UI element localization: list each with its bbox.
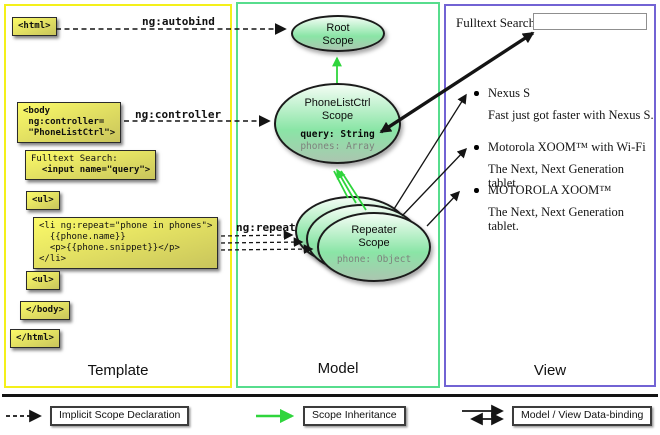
phone-property: phone: Object bbox=[336, 254, 412, 265]
view-item-title: MOTOROLA XOOM™ bbox=[488, 183, 612, 197]
bullet-icon bbox=[474, 91, 479, 96]
view-list-item-xoom: MOTOROLA XOOM™ The Next, Next Generation… bbox=[462, 183, 656, 233]
model-column: Model bbox=[236, 2, 440, 388]
fulltext-search-input[interactable] bbox=[533, 13, 647, 30]
ng-autobind-label: ng:autobind bbox=[142, 15, 215, 28]
fulltext-label-line: Fulltext Search: bbox=[31, 154, 118, 164]
ul-open-tag-box: <ul> bbox=[26, 191, 60, 210]
html-open-tag-box: <html> bbox=[12, 17, 57, 36]
template-column-label: Template bbox=[87, 362, 149, 379]
query-property: query: String bbox=[300, 129, 375, 140]
legend-implicit-scope-declaration: Implicit Scope Declaration bbox=[50, 406, 190, 426]
phonelistctrl-scope-title: PhoneListCtrl Scope bbox=[304, 97, 371, 122]
legend-double-arrow-icon bbox=[462, 404, 504, 426]
body-open-tag-box: <body ng:controller= "PhoneListCtrl"> bbox=[17, 102, 122, 143]
fulltext-search-code-box: Fulltext Search: <input name="query"> bbox=[25, 150, 157, 180]
bullet-icon bbox=[474, 188, 479, 193]
view-item-desc: The Next, Next Generation tablet. bbox=[488, 162, 625, 190]
view-list-item-nexus: Nexus S Fast just got faster with Nexus … bbox=[462, 86, 656, 122]
repeater-scope-title: Repeater Scope bbox=[351, 224, 397, 249]
root-scope-ellipse: Root Scope bbox=[291, 15, 385, 52]
phones-property: phones: Array bbox=[300, 141, 375, 152]
fulltext-search-label: Fulltext Search: bbox=[456, 15, 539, 30]
view-item-title: Nexus S bbox=[488, 86, 531, 100]
view-column-label: View bbox=[533, 362, 567, 379]
view-list-item-xoom-wifi: Motorola XOOM™ with Wi-Fi The Next, Next… bbox=[462, 140, 656, 190]
phonelistctrl-scope-ellipse: PhoneListCtrl Scope query: String phones… bbox=[274, 83, 401, 164]
ul-close-tag-box: <ul> bbox=[26, 271, 60, 290]
view-item-title: Motorola XOOM™ with Wi-Fi bbox=[488, 140, 646, 154]
li-repeat-code-box: <li ng:repeat="phone in phones"> {{phone… bbox=[33, 217, 219, 269]
view-item-desc: Fast just got faster with Nexus S. bbox=[488, 108, 654, 122]
root-scope-title: Root Scope bbox=[322, 22, 354, 47]
input-code-line: <input name="query"> bbox=[31, 165, 151, 175]
bullet-icon bbox=[474, 145, 479, 150]
view-item-desc: The Next, Next Generation tablet. bbox=[488, 205, 625, 233]
legend-divider bbox=[2, 394, 658, 397]
html-close-tag-box: </html> bbox=[10, 329, 60, 348]
legend-model-view-data-binding: Model / View Data-binding bbox=[512, 406, 653, 426]
model-column-label: Model bbox=[317, 360, 359, 377]
ng-controller-label: ng:controller bbox=[135, 108, 222, 121]
legend-scope-inheritance: Scope Inheritance bbox=[303, 406, 406, 426]
repeater-scope-ellipse: Repeater Scope phone: Object bbox=[317, 212, 431, 282]
body-close-tag-box: </body> bbox=[20, 301, 70, 320]
ng-repeat-label: ng:repeat bbox=[236, 221, 296, 234]
